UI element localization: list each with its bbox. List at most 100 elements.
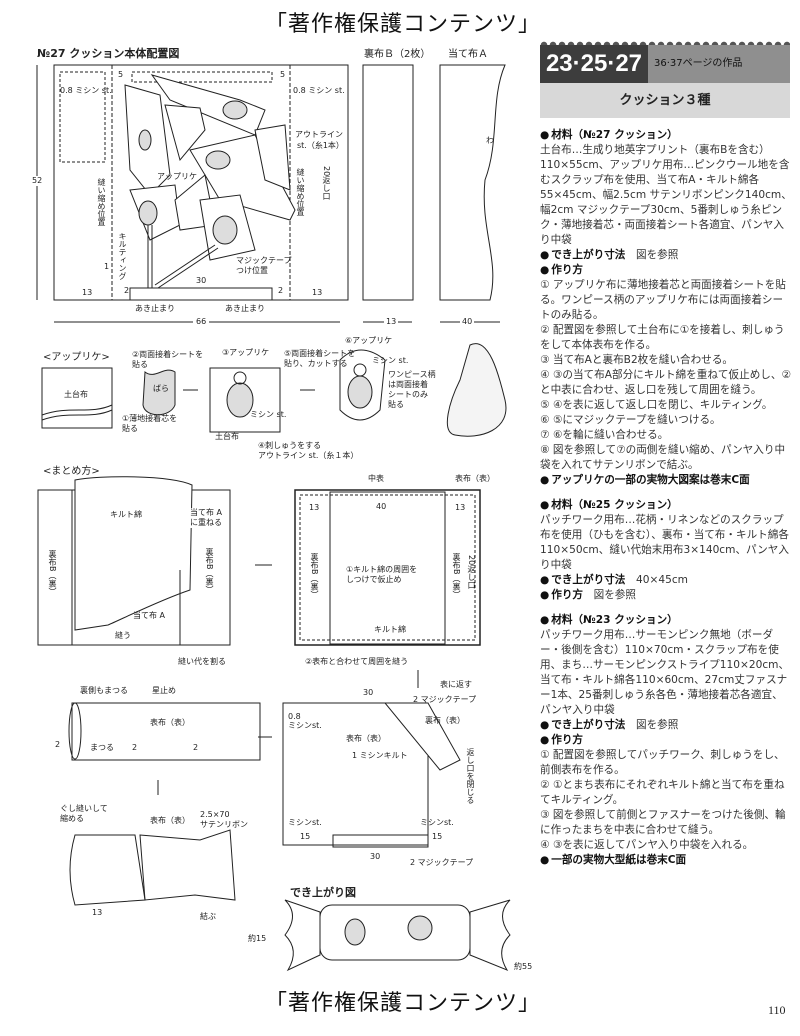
- m23-howto: 作り方: [540, 733, 792, 748]
- m25-materials: パッチワーク用布…花柄・リネンなどのスクラップ布を使用（ひもを含む）、裏布・当て…: [540, 514, 789, 571]
- musubu-label: 結ぶ: [200, 912, 216, 921]
- ribbon-label: 2.5×70: [200, 810, 230, 819]
- quilt2-label: キルト綿: [374, 625, 406, 634]
- onepiece-1: ワンピース柄: [388, 370, 436, 379]
- m27-materials: 土台布…生成り地英字プリント（裏布Bを含む）110×55cm、アップリケ用布…ピ…: [540, 144, 792, 246]
- applique-diagram-drawing: [41, 343, 507, 437]
- onepiece-4: 貼る: [388, 400, 404, 409]
- m27-step: ⑧ 図を参照して⑦の両側を縫い縮め、パンヤ入り中袋を入れてサテンリボンで結ぶ。: [540, 444, 786, 471]
- dim-2c: 2: [193, 743, 199, 752]
- step4-label: ④刺しゅうをする: [258, 441, 322, 450]
- urafu-d: 裏布B（裏）: [452, 553, 461, 599]
- urafu-left: 裏布B（裏）: [48, 550, 57, 596]
- m27-heading: 材料（№27 クッション）: [540, 128, 792, 143]
- section-title: クッション３種: [540, 83, 790, 118]
- yaku15-label: 約15: [248, 934, 267, 943]
- step5-label: ⑤両面接着シートを: [284, 349, 356, 358]
- mishin-l: ミシンst.: [288, 818, 322, 827]
- mishin-r: ミシンst.: [420, 818, 454, 827]
- page-reference: 36·37ページの作品: [648, 45, 790, 83]
- dim-2-right: 2: [278, 286, 284, 295]
- m23-size-label: でき上がり寸法: [540, 719, 625, 731]
- hoshidome-label: 星止め: [152, 686, 176, 695]
- dim-52: 52: [32, 176, 43, 186]
- urafu-omote-label: 裏布（表）: [425, 716, 465, 725]
- m25-howto: 作り方 図を参照: [540, 588, 792, 603]
- m27-step: ⑥ ⑤にマジックテープを縫いつける。: [540, 414, 721, 426]
- mishin-label: ミシン st.: [250, 410, 287, 419]
- m23-materials: パッチワーク用布…サーモンピンク無地（ボーダー・後側を含む）110×70cm・ス…: [540, 629, 790, 716]
- assembly-step2: ②表布と合わせて周囲を縫う: [305, 657, 409, 666]
- section-header: 23·25·27 36·37ページの作品 クッション３種: [540, 45, 790, 118]
- dim-2a: 2: [55, 740, 61, 749]
- kaeshi-label: 20返し口: [322, 166, 331, 201]
- atefu-label: 当て布 A: [133, 611, 166, 620]
- nuishiro-label: 縫い代を割る: [178, 657, 226, 666]
- onepiece-2: は両面接着: [388, 380, 428, 389]
- m25-heading: 材料（№25 クッション）: [540, 498, 792, 513]
- dim-13a: 13: [309, 503, 320, 512]
- matsuru-label: まつる: [90, 743, 114, 752]
- layout-diagram-title: №27 クッション本体配置図: [37, 47, 180, 60]
- omote-kaesu-label: 表に返す: [440, 680, 472, 689]
- outline-label-2: st.（糸1本）: [297, 141, 344, 150]
- m23-step: ① 配置図を参照してパッチワーク、刺しゅうをし、前側表布を作る。: [540, 749, 785, 776]
- dim-30a: 30: [363, 688, 374, 697]
- dim-13-right: 13: [312, 288, 323, 297]
- dim-15b: 15: [432, 832, 443, 841]
- kaeshi-label-2: 20返し口: [467, 555, 476, 590]
- dim-13c: 13: [92, 908, 103, 917]
- dim-2b: 2: [132, 743, 138, 752]
- urafu-right: 裏布B（裏）: [205, 548, 214, 594]
- step2-label: ②両面接着シートを: [132, 350, 204, 359]
- quilting-1: 1: [104, 262, 110, 271]
- nuu-label: 縫う: [115, 631, 131, 640]
- urafu-c: 裏布B（裏）: [310, 553, 319, 599]
- onepiece-3: シートのみ: [388, 390, 428, 399]
- dim-5-right: 5: [280, 70, 286, 79]
- magic-a: 2 マジックテープ: [413, 695, 477, 704]
- quilting-label: キルティング: [118, 232, 127, 280]
- m27-size-label: でき上がり寸法: [540, 249, 625, 261]
- dim-13-strip: 13: [384, 317, 399, 327]
- atefu-kasaneru-2: に重ねる: [190, 518, 222, 528]
- m27-step: ⑦ ⑥を輪に縫い合わせる。: [540, 429, 669, 441]
- watermark-bottom: 「著作権保護コンテンツ」: [265, 991, 542, 1016]
- m27-step: ② 配置図を参照して土台布に①を接着し、刺しゅうをして本体表布を作る。: [540, 324, 785, 351]
- m25-size-value: 40×45cm: [636, 574, 688, 586]
- instructions-column: 材料（№27 クッション） 土台布…生成り地英字プリント（裏布Bを含む）110×…: [540, 128, 792, 868]
- step5b-label: 貼り、カットする: [284, 359, 348, 368]
- urafu-b-label: 裏布Ｂ（2枚）: [364, 49, 431, 60]
- m27-step: ⑤ ④を表に返して返し口を閉じ、キルティング。: [540, 399, 773, 411]
- m27-step: ③ 当て布Aと裏布B2枚を縫い合わせる。: [540, 354, 734, 366]
- dim-5-left: 5: [118, 70, 124, 79]
- applique-label: アップリケ: [157, 172, 197, 181]
- m23-step: ③ 図を参照して前側とファスナーをつけた後側、輪に作ったまちを中表に合わせて縫う…: [540, 809, 786, 836]
- mishin-left: 0.8 ミシン st.: [60, 86, 112, 95]
- dodai2-label: 土台布: [215, 432, 239, 441]
- m23-heading: 材料（№23 クッション）: [540, 613, 792, 628]
- gushi2-label: 縮める: [60, 814, 84, 823]
- mishin08b: ミシンst.: [288, 721, 322, 730]
- m23-step: ④ ③を表に返してパンヤ入り中袋を入れる。: [540, 839, 754, 851]
- m25-howto-value: 図を参照: [593, 589, 636, 601]
- aki-left: あき止まり: [135, 304, 175, 313]
- assembly-diagram-drawing: [37, 476, 511, 972]
- mishin08: 0.8: [288, 712, 301, 721]
- layout-diagram-drawing: [36, 64, 506, 323]
- m27-howto: 作り方: [540, 263, 792, 278]
- assembly-title: <まとめ方>: [43, 466, 100, 477]
- finished-title: でき上がり図: [290, 886, 356, 899]
- quilt-label: キルト綿: [110, 510, 142, 519]
- dim-40-strip: 40: [460, 317, 475, 327]
- dim-13b: 13: [455, 503, 466, 512]
- omotefu-label: 表布（表）: [455, 474, 495, 483]
- ribbon2-label: サテンリボン: [200, 820, 248, 829]
- magic-label: マジックテープ: [236, 256, 292, 265]
- wa-label: わ: [486, 136, 494, 145]
- nakaomote-label: 中表: [368, 474, 384, 483]
- bara-label: ばら: [153, 384, 169, 393]
- step2b-label: 貼る: [132, 360, 148, 369]
- decorative-border: [540, 38, 790, 45]
